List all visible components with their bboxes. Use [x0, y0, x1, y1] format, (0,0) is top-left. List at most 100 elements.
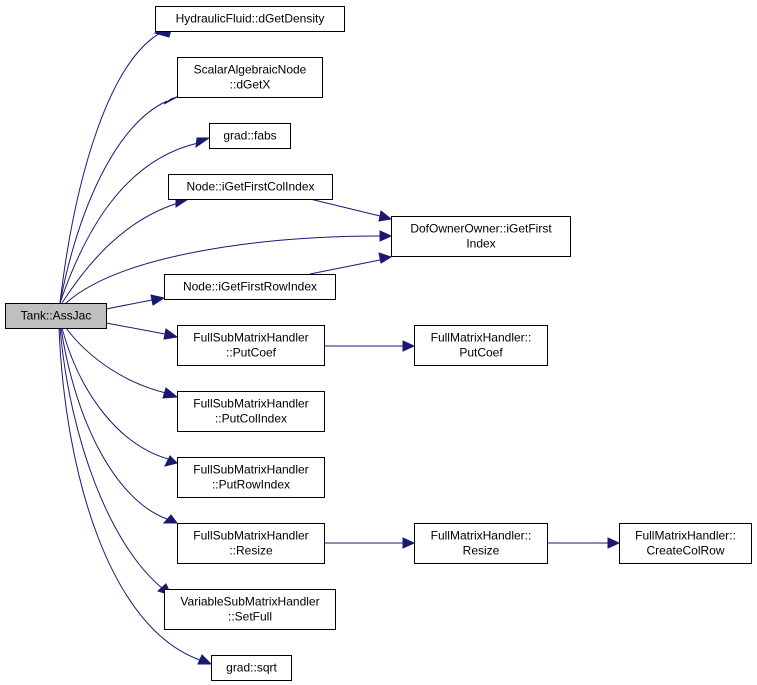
edge-line — [65, 327, 167, 394]
arrowhead-icon — [164, 455, 178, 467]
edge-root-to-doo_igetfirstindex — [65, 230, 393, 304]
edge-line — [105, 299, 153, 310]
arrowhead-icon — [378, 252, 393, 264]
node-label: ::dGetX — [230, 78, 271, 92]
edge-fsmh_putcoef-to-fmh_putcoef — [324, 340, 416, 352]
edge-root-to-fsmh_resize — [60, 327, 178, 524]
edge-line — [59, 327, 163, 589]
node-box — [164, 589, 336, 630]
node-fmh-resize[interactable]: FullMatrixHandler::Resize — [414, 523, 548, 564]
node-fsmh-resize[interactable]: FullSubMatrixHandler::Resize — [177, 523, 325, 564]
edge-root-to-grad_sqrt — [58, 327, 213, 665]
node-label: ::PutColIndex — [215, 412, 287, 426]
node-grad-fabs[interactable]: grad::fabs — [209, 123, 291, 149]
edge-line — [59, 100, 168, 304]
node-label: ::PutCoef — [226, 346, 277, 360]
node-label: FullMatrixHandler:: — [431, 331, 532, 345]
node-label: Node::iGetFirstColIndex — [186, 180, 314, 194]
node-box — [177, 325, 325, 366]
node-box — [155, 6, 345, 32]
node-label: FullMatrixHandler:: — [635, 529, 736, 543]
edge-line — [309, 198, 381, 217]
arrowhead-icon — [162, 387, 179, 399]
edge-line — [61, 327, 169, 460]
node-label: Tank::AssJac — [21, 309, 92, 323]
node-label: VariableSubMatrixHandler — [180, 595, 319, 609]
node-label: ScalarAlgebraicNode — [194, 63, 307, 77]
node-grad-sqrt[interactable]: grad::sqrt — [211, 655, 292, 681]
edge-fsmh_resize-to-fmh_resize — [324, 537, 416, 549]
arrowhead-icon — [402, 340, 416, 352]
node-box — [414, 523, 548, 564]
arrowhead-icon — [150, 294, 166, 306]
node-box — [164, 274, 336, 300]
arrowhead-icon — [195, 137, 211, 149]
node-box — [414, 325, 548, 366]
arrowhead-icon — [402, 537, 416, 549]
node-box — [177, 523, 325, 564]
arrowhead-icon — [607, 537, 621, 549]
edge-line — [105, 322, 166, 335]
node-label: FullSubMatrixHandler — [193, 463, 308, 477]
root-node[interactable]: Tank::AssJac — [5, 303, 107, 329]
node-label: grad::fabs — [223, 129, 276, 143]
node-hf-dgetdensity[interactable]: HydraulicFluid::dGetDensity — [155, 6, 345, 32]
node-box — [177, 457, 325, 498]
node-box — [5, 303, 107, 329]
edge-line — [61, 202, 179, 304]
edge-node_igetfirstcolindex-to-doo_igetfirstindex — [309, 198, 393, 222]
node-label: HydraulicFluid::dGetDensity — [176, 12, 325, 26]
edge-line — [65, 235, 381, 304]
node-label: ::Resize — [229, 544, 273, 558]
node-san-dgetx[interactable]: ScalarAlgebraicNode::dGetX — [177, 57, 323, 98]
node-label: FullSubMatrixHandler — [193, 529, 308, 543]
edge-line — [309, 259, 381, 275]
node-label: ::PutRowIndex — [212, 478, 290, 492]
nodes-layer: Tank::AssJac HydraulicFluid::dGetDensityS… — [5, 6, 752, 681]
node-label: Node::iGetFirstRowIndex — [183, 280, 317, 294]
arrowhead-icon — [197, 654, 213, 665]
node-box — [177, 57, 323, 98]
node-label: FullSubMatrixHandler — [193, 397, 308, 411]
edge-root-to-fsmh_putrowindex — [61, 327, 178, 467]
node-label: PutCoef — [459, 346, 503, 360]
node-vsmh-setfull[interactable]: VariableSubMatrixHandler::SetFull — [164, 589, 336, 630]
edge-line — [59, 31, 163, 304]
node-node-igetfirstrowindex[interactable]: Node::iGetFirstRowIndex — [164, 274, 336, 300]
node-label: DofOwnerOwner::iGetFirst — [410, 222, 552, 236]
node-box — [177, 391, 325, 432]
arrowhead-icon — [379, 230, 393, 242]
node-label: CreateColRow — [646, 544, 724, 558]
node-fmh-createcolrow[interactable]: FullMatrixHandler::CreateColRow — [619, 523, 752, 564]
arrowhead-icon — [162, 514, 178, 524]
arrowhead-icon — [163, 328, 179, 340]
edge-fmh_resize-to-fmh_createcolrow — [547, 537, 621, 549]
node-box — [391, 216, 571, 257]
node-node-igetfirstcolindex[interactable]: Node::iGetFirstColIndex — [168, 174, 333, 200]
node-fsmh-putcoef[interactable]: FullSubMatrixHandler::PutCoef — [177, 325, 325, 366]
node-label: Resize — [463, 544, 500, 558]
edge-line — [58, 327, 201, 661]
edge-line — [60, 327, 168, 520]
edge-root-to-node_igetfirstrowindex — [105, 294, 166, 310]
arrowhead-icon — [378, 210, 393, 222]
node-box — [619, 523, 752, 564]
node-fsmh-putcolindex[interactable]: FullSubMatrixHandler::PutColIndex — [177, 391, 325, 432]
node-box — [211, 655, 292, 681]
node-fmh-putcoef[interactable]: FullMatrixHandler::PutCoef — [414, 325, 548, 366]
edge-node_igetfirstrowindex-to-doo_igetfirstindex — [309, 252, 393, 275]
node-label: Index — [466, 237, 495, 251]
node-fsmh-putrowindex[interactable]: FullSubMatrixHandler::PutRowIndex — [177, 457, 325, 498]
edge-root-to-fsmh_putcoef — [105, 322, 179, 340]
edge-line — [59, 142, 199, 304]
node-label: FullMatrixHandler:: — [431, 529, 532, 543]
node-label: grad::sqrt — [226, 661, 277, 675]
arrowhead-icon — [163, 96, 178, 105]
edge-root-to-grad_fabs — [59, 137, 211, 304]
edge-root-to-san_dgetx — [59, 96, 178, 304]
node-label: FullSubMatrixHandler — [193, 331, 308, 345]
edge-root-to-fsmh_putcolindex — [65, 327, 179, 399]
node-box — [168, 174, 333, 200]
